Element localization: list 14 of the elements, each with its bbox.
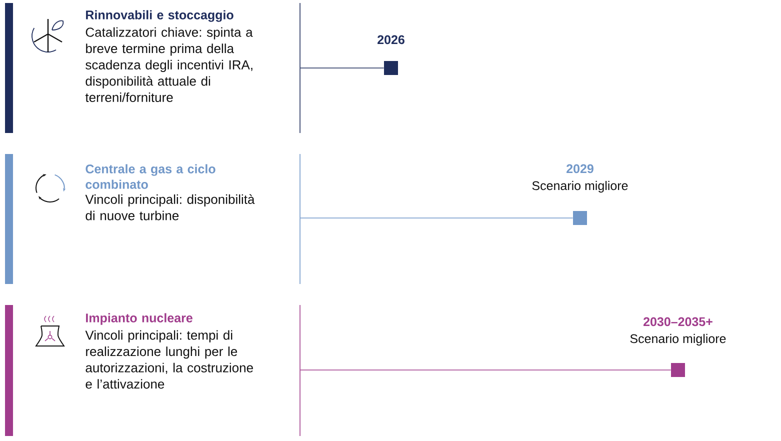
scenario-label: Scenario migliore <box>630 334 726 346</box>
card-title: Impianto nucleare <box>86 313 192 325</box>
card-description: Vincoli principali: disponibilità di nuove turbine <box>85 194 255 220</box>
square-marker <box>384 61 398 75</box>
card-description: Vincoli principali: tempi di realizzazione lunghi per le autorizzazioni, la costruzione e l’attivazione <box>85 330 253 389</box>
year-label: 2030–2035+ <box>644 317 712 326</box>
year-label: 2026 <box>378 35 404 44</box>
square-marker <box>671 363 685 377</box>
card-title: Centrale a gas a ciclo combinato <box>86 164 216 189</box>
scenario-label: Scenario migliore <box>532 180 628 193</box>
card-description: Catalizzatori chiave: spinta a breve termine prima della scadenza degli incentivi IRA, disponibilità attuale di terreni/forniture <box>85 27 253 102</box>
square-marker <box>573 211 587 225</box>
year-label: 2029 <box>566 164 594 174</box>
card-title: Rinnovabili e stoccaggio <box>86 10 234 22</box>
